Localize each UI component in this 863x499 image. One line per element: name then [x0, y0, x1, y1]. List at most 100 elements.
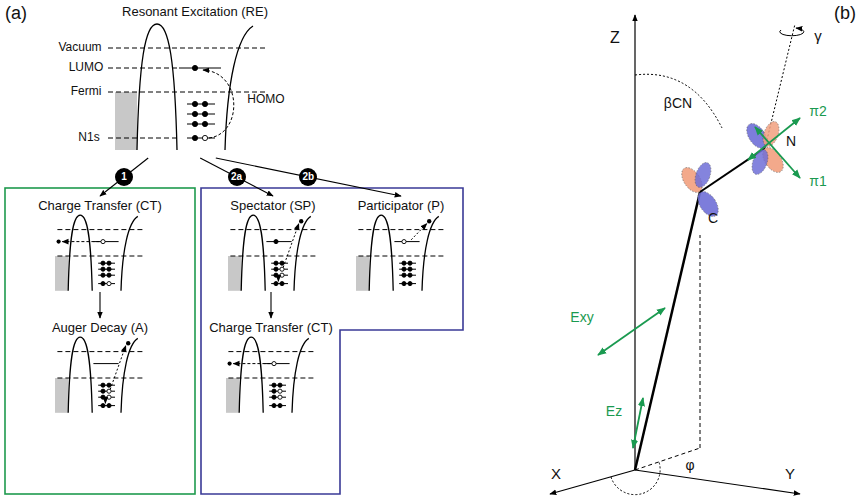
projection-line — [700, 235, 701, 448]
panel-title: Charge Transfer (CT) — [8, 198, 192, 213]
vacuum-level — [57, 351, 145, 352]
transfer-arrow — [233, 363, 270, 364]
electron — [57, 240, 61, 244]
electron — [278, 395, 282, 399]
electron — [192, 111, 197, 116]
electron — [402, 240, 406, 244]
panel-title: Participator (P) — [340, 198, 462, 213]
energy-diagrams — [55, 24, 446, 413]
emission-arrow — [411, 224, 427, 240]
orbital-level — [93, 363, 118, 364]
y-axis — [635, 470, 800, 494]
vector-name: Exy — [570, 310, 593, 325]
electron — [192, 65, 197, 70]
atom-name: C — [708, 211, 718, 226]
vector-name: π2 — [809, 104, 826, 119]
process-arrow — [99, 292, 100, 318]
well-wall — [225, 26, 253, 150]
process-panel: Spectator (SP) — [202, 196, 344, 292]
fermi-level — [228, 378, 316, 379]
fermi-level — [358, 256, 446, 257]
electron — [101, 261, 105, 265]
energy-level-sketch — [226, 337, 316, 413]
process-panel: Auger Decay (A) — [8, 318, 192, 422]
level-name: HOMO — [247, 93, 284, 106]
decay-arrow — [278, 277, 279, 281]
metal-band — [55, 378, 68, 413]
electron — [101, 395, 105, 399]
electron — [107, 282, 111, 286]
process-arrow — [100, 158, 148, 196]
electron — [274, 273, 278, 277]
electron — [202, 135, 207, 140]
electron — [202, 111, 207, 116]
energy-level-sketch — [55, 215, 145, 291]
electron — [107, 404, 111, 408]
well-wall — [292, 338, 309, 412]
electron — [101, 383, 105, 387]
electron — [202, 121, 207, 126]
fermi-level — [108, 92, 265, 93]
electron — [402, 282, 406, 286]
electron — [101, 282, 105, 286]
electron — [408, 261, 412, 265]
well-wall — [422, 216, 439, 290]
atom-name: N — [786, 134, 796, 149]
level-name: LUMO — [69, 61, 104, 74]
level-name: N1s — [78, 131, 99, 144]
electron — [192, 121, 197, 126]
electron — [299, 219, 303, 223]
orbital-level — [187, 104, 215, 105]
emission-arrow — [283, 224, 299, 268]
fermi-level — [57, 378, 145, 379]
electron — [274, 261, 278, 265]
electron — [278, 404, 282, 408]
electron — [402, 267, 406, 271]
electron — [280, 267, 284, 271]
excitation-arrow — [203, 70, 234, 138]
emission-arrow — [110, 346, 126, 390]
orbital-level — [187, 114, 215, 115]
electron — [272, 389, 276, 393]
orbital-level — [266, 241, 291, 242]
vacuum-level — [358, 229, 446, 230]
panel-letter: (b) — [834, 4, 856, 24]
well-wall — [121, 338, 138, 412]
lumo-guide — [108, 68, 177, 69]
electron — [107, 395, 111, 399]
metal-band — [356, 256, 369, 291]
pi2-vector — [748, 118, 800, 160]
callout-number: 1 — [115, 168, 133, 186]
panel-title: Spectator (SP) — [202, 198, 344, 213]
beta-arc — [635, 74, 722, 128]
fermi-level — [57, 256, 145, 257]
metal-band — [226, 378, 239, 413]
panel-letter: (a) — [5, 4, 27, 24]
panel-title: Auger Decay (A) — [8, 320, 192, 335]
electron — [427, 219, 431, 223]
electron — [107, 389, 111, 393]
gamma-rotation — [780, 28, 804, 36]
level-name: Fermi — [71, 85, 102, 98]
n1s-guide — [108, 138, 177, 139]
electron — [107, 267, 111, 271]
surface-bond — [635, 192, 700, 470]
barrier — [369, 215, 393, 291]
well-wall — [294, 216, 311, 290]
electron — [280, 282, 284, 286]
electron — [228, 362, 232, 366]
electron — [274, 282, 278, 286]
energy-level-sketch — [55, 337, 145, 413]
barrier — [137, 24, 177, 150]
energy-level-sketch — [356, 215, 446, 291]
electron — [202, 101, 207, 106]
panel-title: Resonant Excitation (RE) — [91, 4, 299, 19]
process-panel: Charge Transfer (CT) — [202, 318, 340, 422]
process-panel: Participator (P) — [340, 196, 462, 292]
vacuum-level — [57, 229, 145, 230]
angle-name: φ — [685, 458, 694, 473]
electron — [278, 383, 282, 387]
electron — [402, 261, 406, 265]
